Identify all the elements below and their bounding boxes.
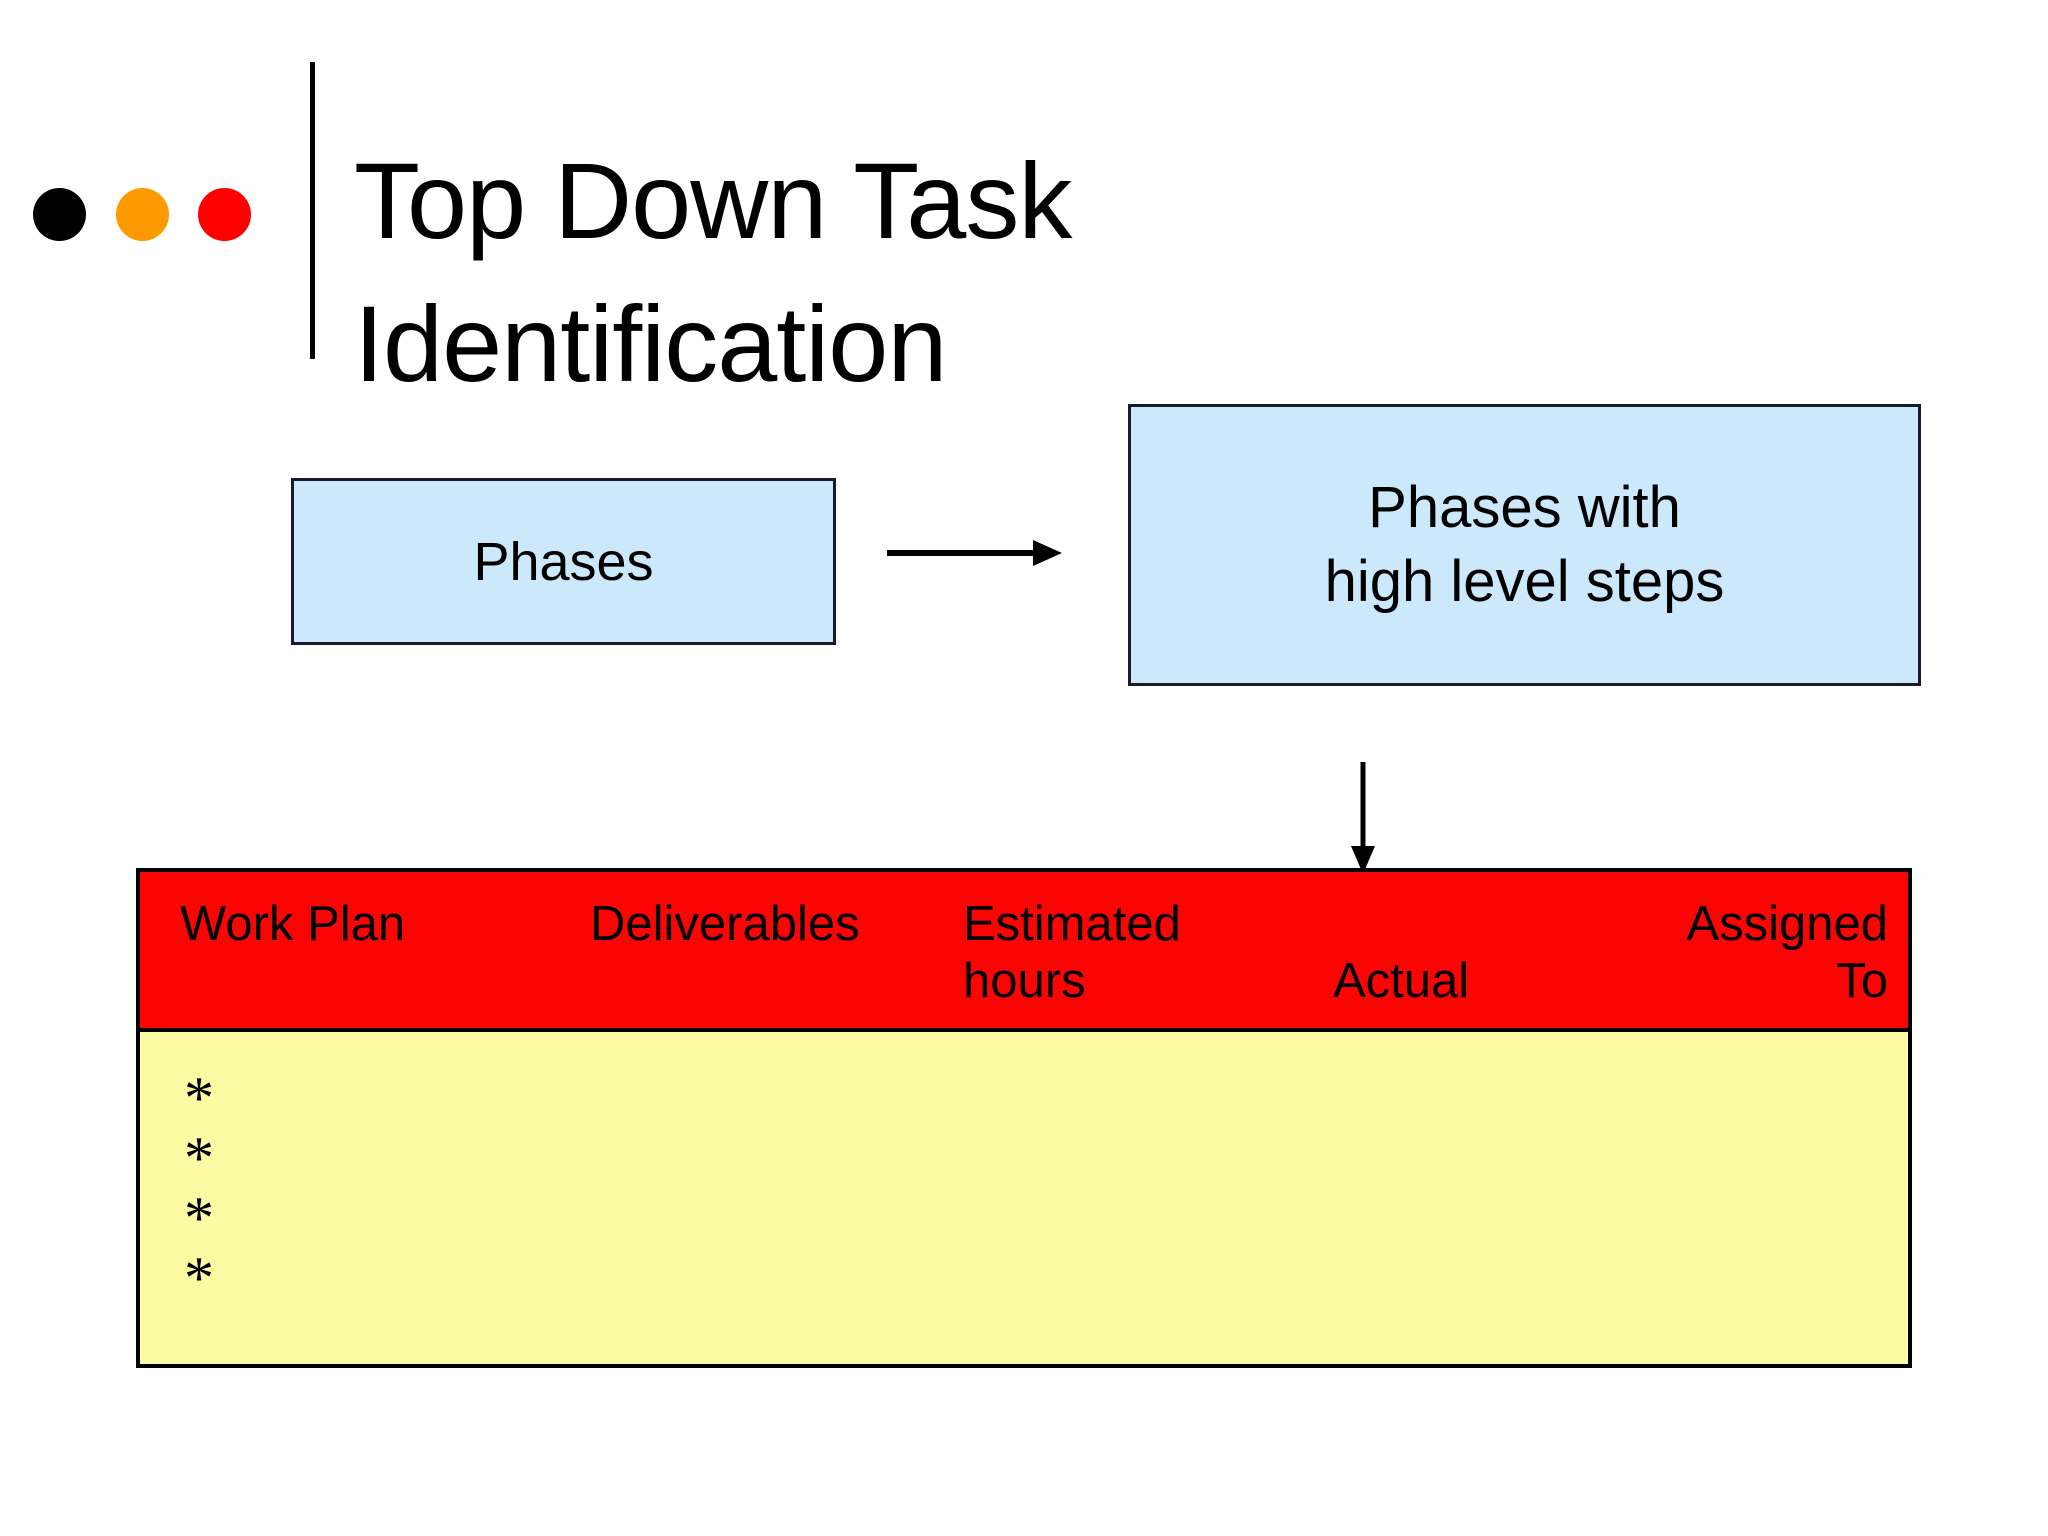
- arrow-down-icon: [1348, 762, 1378, 874]
- bullet-dot-orange-icon: [116, 188, 169, 241]
- table-header-row: Work Plan Deliverables Estimated hours A…: [140, 872, 1908, 1123]
- table-header-work-plan: Work Plan: [180, 897, 406, 951]
- table-row[interactable]: *: [184, 1065, 214, 1131]
- table-header-actual-hours: Actual hours: [1293, 872, 1593, 1123]
- page-title: Top Down Task Identification: [354, 140, 1072, 404]
- bullet-dot-black-icon: [33, 188, 86, 241]
- title-vertical-rule: [310, 62, 315, 359]
- table-row[interactable]: *: [184, 1125, 214, 1191]
- work-plan-table: Work Plan Deliverables Estimated hours A…: [136, 868, 1912, 1368]
- flow-box-phases-with-steps[interactable]: Phases with high level steps: [1128, 404, 1921, 686]
- flow-box-phases[interactable]: Phases: [291, 478, 836, 645]
- table-header-estimated-hours: Estimated hours: [963, 897, 1181, 1009]
- flow-box-phases-label: Phases: [473, 531, 654, 592]
- title-bullet-group: [28, 188, 258, 244]
- table-row[interactable]: *: [184, 1245, 214, 1311]
- flow-box-phases-with-steps-label: Phases with high level steps: [1324, 474, 1725, 614]
- table-body: * * * *: [140, 1032, 1908, 1364]
- table-row[interactable]: *: [184, 1185, 214, 1251]
- table-header-assigned-to: Assigned To: [1686, 897, 1888, 1009]
- bullet-dot-red-icon: [198, 188, 251, 241]
- table-header-actual-hours-line1: Actual: [1333, 954, 1470, 1009]
- table-row-marker-list: * * * *: [184, 1068, 214, 1308]
- arrow-right-icon: [887, 538, 1062, 568]
- table-header-deliverables: Deliverables: [590, 897, 860, 951]
